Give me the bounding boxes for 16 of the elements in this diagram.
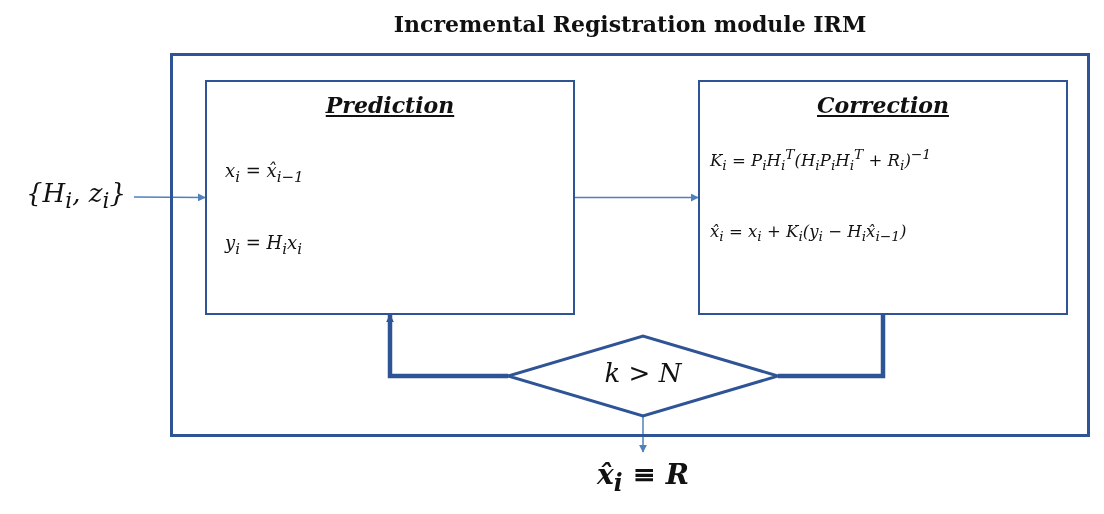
equation: x$_{i}$ = x̂$_{i−1}$ <box>225 160 304 186</box>
arrow <box>639 415 647 453</box>
equation: x̂$_{i}$ = x$_{i}$ + K$_{i}$(y$_{i}$ − H$_{i}$x̂$_{i−1}$) <box>710 222 907 245</box>
arrow <box>574 193 699 202</box>
equation: K$_{i}$ = P$_{i}$H$_{i}$$^{T}$(H$_{i}$P$_{i}$H$_{i}$$^{T}$ + R$_{i}$)$^{−1}$ <box>710 146 932 173</box>
input-label: {H$_{i}$, z$_{i}$} <box>25 178 127 214</box>
arrow <box>386 314 508 379</box>
module-title: Incremental Registration module IRM <box>392 11 868 37</box>
process-box <box>205 80 575 315</box>
arrow <box>133 193 206 202</box>
condition-text: k > N <box>603 358 683 388</box>
box-heading: Prediction <box>324 92 456 118</box>
box-heading: Correction <box>816 92 950 118</box>
equation: y$_{i}$ = H$_{i}$x$_{i}$ <box>225 232 302 258</box>
output-label: x̂$_{i}$ ≡ R <box>596 458 690 497</box>
process-box <box>698 80 1068 315</box>
